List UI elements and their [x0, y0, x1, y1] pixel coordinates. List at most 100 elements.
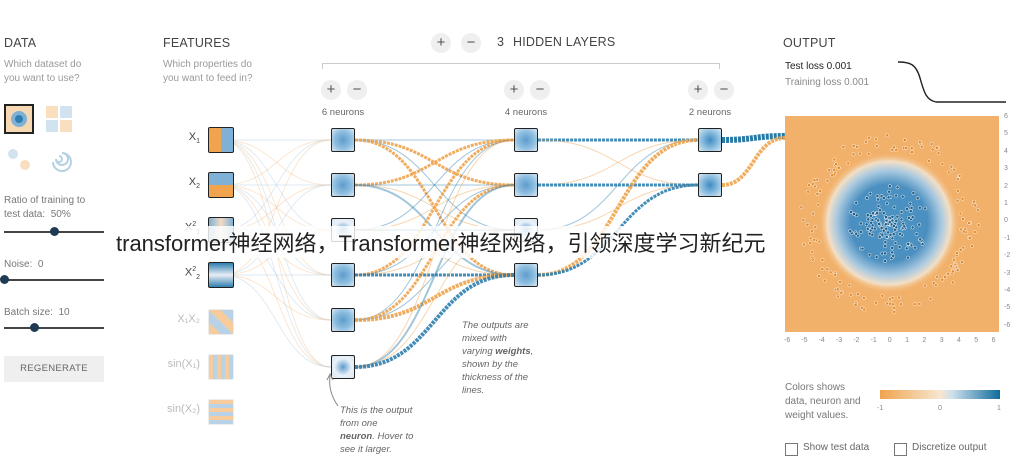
hidden-neuron-1-1[interactable]	[514, 173, 538, 197]
data-point-inner	[873, 226, 877, 231]
data-point-outer	[949, 164, 954, 169]
data-point-inner	[876, 204, 881, 208]
neuron-count-label-0: 6 neurons	[321, 107, 365, 118]
data-point-outer	[890, 296, 895, 300]
data-point-outer	[874, 300, 878, 305]
data-point-outer	[825, 178, 830, 183]
data-point-inner	[884, 226, 889, 231]
data-point-outer	[851, 152, 856, 157]
regenerate-button[interactable]: REGENERATE	[4, 356, 104, 382]
batch-label-text: Batch size:	[4, 307, 53, 318]
data-point-outer	[816, 202, 821, 207]
feature-node-6[interactable]	[208, 399, 234, 425]
dataset-gauss-thumb[interactable]	[4, 144, 34, 174]
data-point-outer	[839, 291, 844, 295]
data-point-outer	[858, 151, 862, 156]
data-point-inner	[905, 207, 909, 211]
batch-slider[interactable]	[4, 323, 104, 332]
hidden-neuron-0-1[interactable]	[331, 173, 355, 197]
weights-note-line4: shown by the	[462, 359, 518, 370]
ratio-slider[interactable]	[4, 227, 104, 236]
hidden-neuron-0-3[interactable]	[331, 263, 355, 287]
dataset-xor-thumb[interactable]	[44, 104, 74, 134]
discretize-checkbox[interactable]	[894, 443, 907, 456]
feature-node-1[interactable]	[208, 172, 234, 198]
y-tick: -6	[1004, 321, 1011, 329]
remove-neuron-button-2[interactable]: −	[714, 80, 734, 100]
remove-layer-button[interactable]: −	[461, 33, 481, 53]
data-point-inner	[890, 236, 895, 241]
data-point-inner	[881, 228, 886, 233]
feature-node-0[interactable]	[208, 127, 234, 153]
data-point-outer	[810, 257, 815, 262]
remove-neuron-button-0[interactable]: −	[347, 80, 367, 100]
data-point-inner	[890, 214, 895, 219]
add-layer-button[interactable]: +	[431, 33, 451, 53]
hidden-neuron-0-0[interactable]	[331, 128, 355, 152]
data-point-outer	[904, 146, 909, 150]
weights-note-line6: lines.	[462, 385, 485, 396]
data-point-inner	[892, 205, 897, 210]
add-neuron-button-1[interactable]: +	[504, 80, 524, 100]
data-point-outer	[955, 177, 960, 182]
data-point-outer	[823, 278, 827, 283]
data-point-inner	[886, 195, 891, 200]
hidden-neuron-0-5[interactable]	[331, 355, 355, 379]
data-point-inner	[888, 232, 893, 237]
data-point-outer	[927, 159, 931, 163]
output-heatmap[interactable]	[785, 116, 999, 332]
dataset-spiral-thumb[interactable]	[44, 144, 74, 174]
data-point-outer	[864, 139, 868, 144]
hidden-neuron-2-1[interactable]	[698, 173, 722, 197]
show-test-checkbox[interactable]	[785, 443, 798, 456]
feature-node-4[interactable]	[208, 309, 234, 335]
data-point-outer	[961, 229, 966, 234]
data-point-outer	[975, 208, 980, 212]
data-point-inner	[908, 209, 913, 213]
dataset-question: Which dataset do you want to use?	[4, 58, 81, 86]
data-point-outer	[970, 244, 974, 248]
hidden-neuron-0-4[interactable]	[331, 308, 355, 332]
data-point-inner	[891, 232, 896, 237]
data-point-outer	[936, 151, 941, 156]
scale-min: -1	[877, 405, 884, 412]
data-point-inner	[865, 196, 869, 200]
dataset-question-line2: you want to use?	[4, 73, 80, 84]
data-point-outer	[929, 142, 934, 146]
circle-dataset-icon	[6, 106, 32, 132]
data-point-inner	[923, 206, 927, 211]
hidden-neuron-1-3[interactable]	[514, 263, 538, 287]
add-neuron-button-2[interactable]: +	[688, 80, 708, 100]
add-neuron-button-0[interactable]: +	[321, 80, 341, 100]
data-point-outer	[949, 264, 954, 269]
data-point-outer	[862, 296, 866, 300]
hidden-neuron-1-0[interactable]	[514, 128, 538, 152]
ratio-slider-knob[interactable]	[49, 227, 59, 236]
data-point-inner	[866, 217, 871, 222]
ratio-label-line2: test data:	[4, 209, 46, 220]
hidden-neuron-2-0[interactable]	[698, 128, 722, 152]
data-point-outer	[802, 242, 806, 247]
remove-neuron-button-1[interactable]: −	[530, 80, 550, 100]
data-point-inner	[895, 185, 900, 190]
link-h0-1-h1-0	[354, 138, 515, 187]
x-tick: 2	[922, 337, 927, 344]
noise-slider-knob[interactable]	[0, 275, 9, 284]
dataset-circle-thumb[interactable]	[4, 104, 34, 134]
scale-max: 1	[997, 405, 1001, 412]
batch-slider-knob[interactable]	[29, 323, 39, 332]
neuron-note-line3: . Hover to	[372, 431, 414, 442]
data-point-inner	[899, 217, 904, 222]
feature-label-base: X	[184, 266, 193, 279]
x-tick: 4	[957, 337, 961, 344]
data-point-outer	[820, 258, 825, 262]
noise-slider[interactable]	[0, 275, 104, 284]
feature-node-5[interactable]	[208, 354, 234, 380]
data-point-inner	[900, 194, 905, 199]
data-point-inner	[906, 242, 911, 246]
data-point-outer	[813, 225, 818, 229]
weights-note-line5: thickness of the	[462, 372, 529, 383]
noise-label-text: Noise:	[4, 259, 33, 270]
feature-node-3[interactable]	[208, 262, 234, 288]
link-h1-1-h2-0	[537, 139, 699, 186]
